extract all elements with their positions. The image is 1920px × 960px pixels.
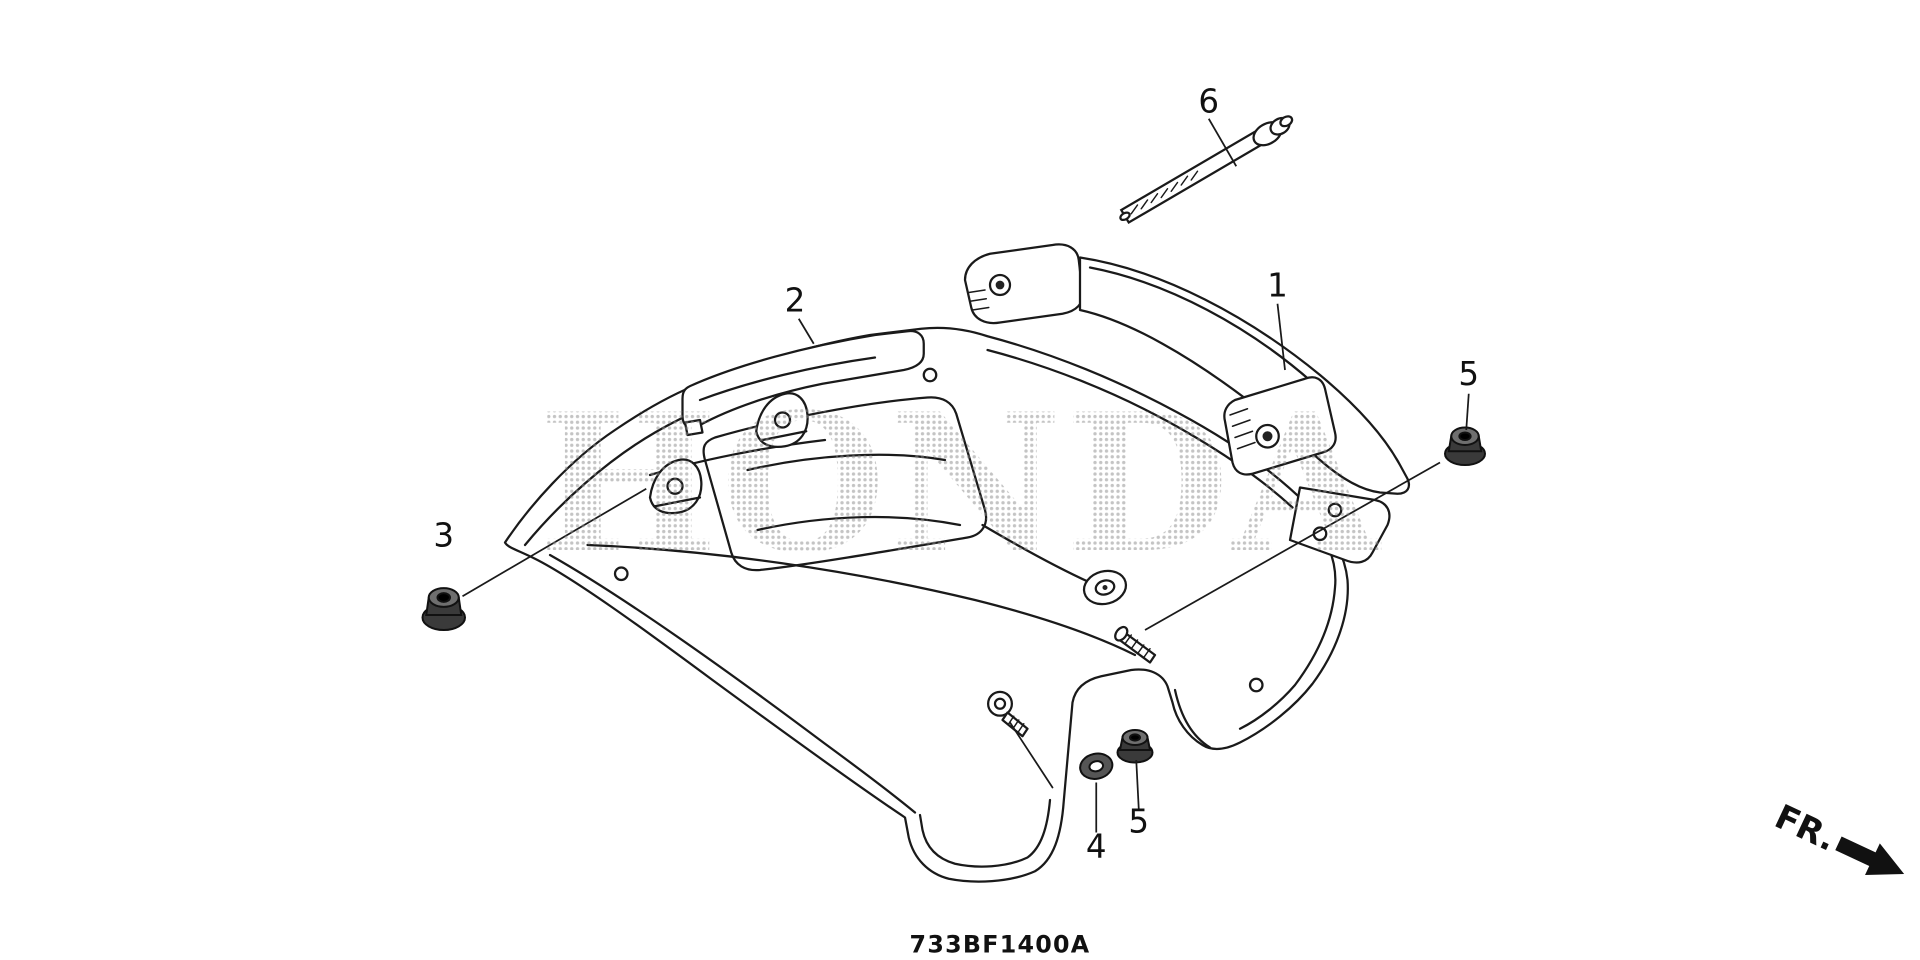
grommet <box>1082 569 1128 606</box>
nut-part-5-upper <box>1444 426 1486 466</box>
bolt-part-6 <box>1119 115 1294 225</box>
upper-panel-part-2 <box>648 329 925 515</box>
watermark-text: HONDA <box>538 372 1381 595</box>
fr-label: FR. <box>1769 797 1842 859</box>
callout-3: 3 <box>433 516 454 554</box>
stud-upper <box>1114 625 1157 664</box>
callout-5-upper: 5 <box>1458 355 1479 393</box>
callout-2: 2 <box>785 281 806 319</box>
diagram-code: 733BF1400A <box>910 931 1091 959</box>
callout-4: 4 <box>1086 828 1107 866</box>
nut-part-3 <box>421 587 466 631</box>
fr-arrow-icon <box>1835 836 1905 876</box>
watermark: HONDA <box>538 372 1381 595</box>
fr-direction-indicator: FR. <box>1769 797 1905 876</box>
callouts: 6 1 2 5 3 4 5 <box>433 83 1479 866</box>
callout-1: 1 <box>1267 266 1288 304</box>
callout-6: 6 <box>1198 83 1219 121</box>
nut-part-5-lower <box>1116 729 1154 764</box>
washer-part-4 <box>1079 752 1114 780</box>
callout-5-lower: 5 <box>1128 803 1149 841</box>
fender-assembly-drawing <box>503 243 1411 883</box>
stud-lower <box>987 690 1054 789</box>
leader-lines <box>462 118 1470 833</box>
